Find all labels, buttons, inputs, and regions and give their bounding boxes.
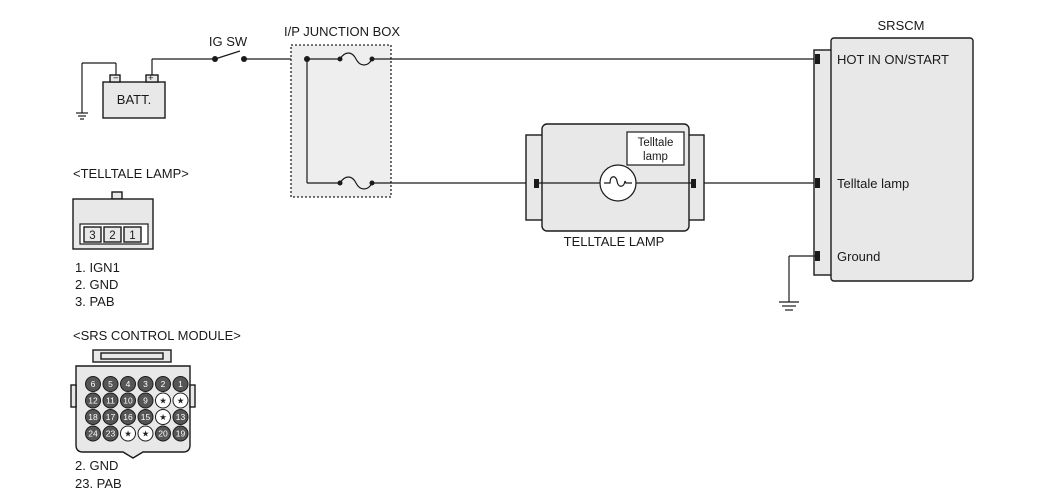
telltale-pin: 2 <box>109 230 115 242</box>
srs-pin-label: 1 <box>178 379 183 389</box>
srs-pin <box>102 392 119 409</box>
telltale-legend-item: 2. GND <box>75 277 118 292</box>
srs-pin <box>172 376 189 392</box>
srs-pin <box>85 376 101 392</box>
srs-pin <box>85 392 101 409</box>
srs-pin-label: 10 <box>123 396 133 406</box>
srs-pin <box>102 376 119 392</box>
srs-pin <box>102 425 119 442</box>
srscm-ground-icon <box>779 301 799 311</box>
battery-label: BATT. <box>117 92 151 107</box>
srs-pin-label: 17 <box>106 412 116 422</box>
srs-pin <box>172 409 189 425</box>
ignition-switch: IG SW <box>209 34 248 62</box>
fuse-1-icon <box>339 52 373 66</box>
battery: − + BATT. <box>76 62 166 120</box>
srs-pin-label: 16 <box>123 412 133 422</box>
srs-pin <box>137 409 154 425</box>
srs-pin-label: 6 <box>91 379 96 389</box>
srs-pin <box>102 409 119 425</box>
srs-pin-label: ★ <box>159 412 167 422</box>
telltale-pin: 3 <box>89 230 95 242</box>
srs-legend-item: 2. GND <box>75 458 118 473</box>
srs-pin-label: 2 <box>161 379 166 389</box>
srs-pin <box>155 392 171 409</box>
lamp-inner-label-2: lamp <box>643 151 668 163</box>
srs-pin-label: 9 <box>143 396 148 406</box>
srs-pin-label: 4 <box>126 379 131 389</box>
telltale-lamp-label: TELLTALE LAMP <box>564 234 665 249</box>
srs-pin <box>155 409 171 425</box>
svg-text:−: − <box>113 73 119 84</box>
srs-pin <box>137 392 154 409</box>
pin-telltale-lamp: Telltale lamp <box>837 176 909 191</box>
srs-pin-label: 19 <box>176 429 186 439</box>
srs-pin-label: 3 <box>143 379 148 389</box>
telltale-connector: <TELLTALE LAMP> 3 2 1 1. IGN1 2. GND 3. … <box>72 166 189 309</box>
srs-pin-label: ★ <box>159 396 167 406</box>
srs-pin-label: ★ <box>177 396 185 406</box>
pin-hot-in-on-start: HOT IN ON/START <box>837 52 949 67</box>
srs-pin-label: ★ <box>124 429 132 439</box>
srscm-label: SRSCM <box>878 18 925 33</box>
ig-sw-label: IG SW <box>209 34 248 49</box>
srs-pin <box>120 392 136 409</box>
srs-pin <box>120 376 136 392</box>
srs-pin <box>120 425 136 442</box>
srs-pin-label: 11 <box>106 396 115 406</box>
srs-pin-label: 18 <box>88 412 98 422</box>
srs-pin-label: 23 <box>106 429 116 439</box>
srs-pin-label: 13 <box>176 412 186 422</box>
srs-pin-label: 5 <box>108 379 113 389</box>
battery-ground-icon <box>76 112 88 120</box>
telltale-legend-item: 3. PAB <box>75 294 115 309</box>
srs-pin <box>85 425 101 442</box>
srs-legend-item: 23. PAB <box>75 476 122 491</box>
srs-pin <box>172 392 189 409</box>
ip-junction-box: I/P JUNCTION BOX <box>284 24 400 198</box>
srscm-module: SRSCM HOT IN ON/START Telltale lamp Grou… <box>813 18 974 282</box>
srs-pin <box>137 425 154 442</box>
telltale-lamp-component: Telltale lamp TELLTALE LAMP <box>525 123 705 249</box>
srs-pin <box>85 409 101 425</box>
srs-pin-label: 20 <box>158 429 168 439</box>
fuse-2-icon <box>339 176 373 190</box>
srs-pin <box>120 409 136 425</box>
svg-text:+: + <box>148 73 154 84</box>
srs-control-module-connector: <SRS CONTROL MODULE> 6 5 4 3 2 1 12 11 10 9 ★ ★ 18 17… <box>70 328 241 491</box>
pin-ground: Ground <box>837 249 880 264</box>
srs-pin <box>155 425 171 442</box>
srs-pin <box>137 376 154 392</box>
telltale-legend-item: 1. IGN1 <box>75 260 120 275</box>
telltale-pin: 1 <box>129 230 135 242</box>
srs-connector-title: <SRS CONTROL MODULE> <box>73 328 241 343</box>
telltale-connector-title: <TELLTALE LAMP> <box>73 166 189 181</box>
srs-pin-label: ★ <box>142 429 150 439</box>
srs-pin-label: 15 <box>141 412 151 422</box>
srs-pin-label: 24 <box>88 429 98 439</box>
srs-pin-grid: 6 5 4 3 2 1 12 11 10 9 ★ ★ 18 17 16 15 ★ 13 24 23 ★ ★ 20 19 <box>85 376 189 442</box>
junction-box-label: I/P JUNCTION BOX <box>284 24 400 39</box>
srs-pin <box>172 425 189 442</box>
srs-pin <box>155 376 171 392</box>
srs-pin-label: 12 <box>88 396 98 406</box>
lamp-inner-label-1: Telltale <box>638 137 674 149</box>
